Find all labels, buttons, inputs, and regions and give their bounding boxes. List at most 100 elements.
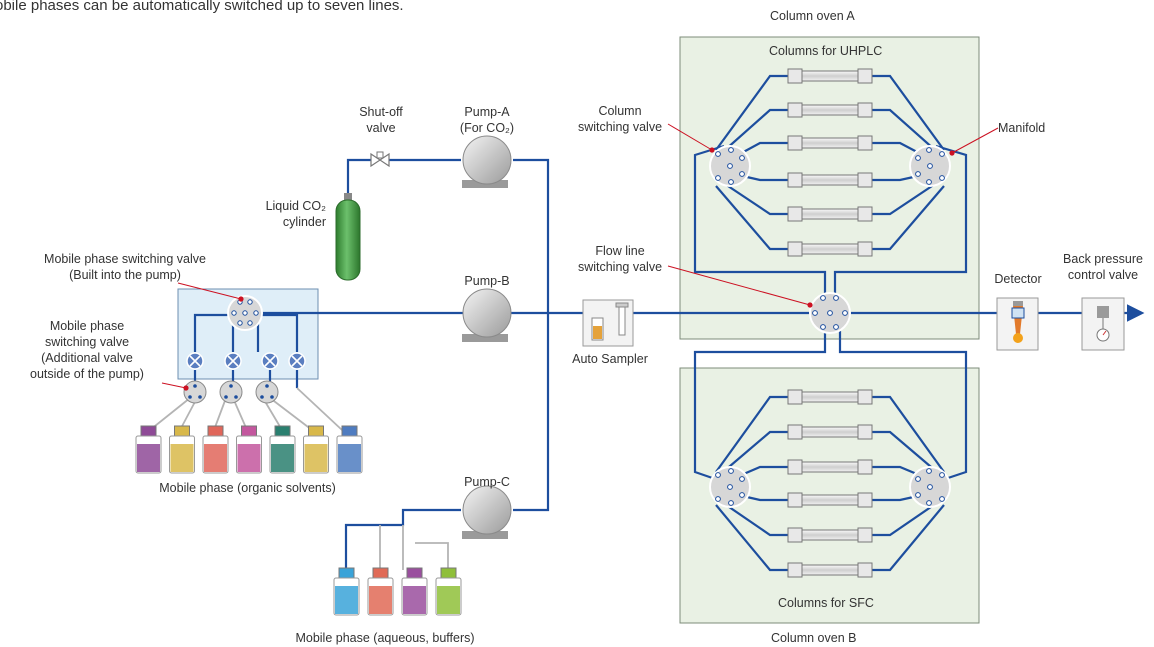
label-line: Mobile phase switching valve bbox=[44, 252, 206, 266]
label-line: switching valve bbox=[577, 260, 663, 274]
flow-line-switching-valve bbox=[809, 292, 851, 334]
pointer-manifold bbox=[951, 127, 999, 154]
label-line: cylinder bbox=[282, 215, 326, 229]
panel-lines bbox=[193, 305, 299, 352]
bottle bbox=[435, 567, 462, 616]
detector bbox=[996, 297, 1039, 351]
label-detector: Detector bbox=[994, 272, 1042, 286]
column bbox=[787, 135, 873, 151]
label-mp-switching-additional: Mobile phase switching valve (Additional… bbox=[12, 318, 162, 382]
column-switching-valve-uhplc bbox=[709, 145, 751, 187]
label-columns-uhplc: Columns for UHPLC bbox=[769, 44, 883, 58]
column bbox=[787, 492, 873, 508]
back-pressure-valve bbox=[1081, 297, 1125, 351]
label-column-oven-a: Column oven A bbox=[770, 9, 855, 23]
label-line: (For CO₂) bbox=[459, 121, 515, 135]
solenoid-valve bbox=[186, 352, 204, 370]
label-line: (Additional valve bbox=[41, 351, 133, 365]
pump-c-line bbox=[513, 313, 550, 512]
uhplc-columns bbox=[787, 68, 873, 257]
label-line: switching valve bbox=[44, 335, 130, 349]
additional-valve bbox=[255, 380, 279, 404]
label-line: valve bbox=[366, 121, 396, 135]
bottle bbox=[401, 567, 428, 616]
column bbox=[787, 389, 873, 405]
pointers bbox=[161, 123, 999, 391]
mobile-phase-switching-valve-builtin bbox=[227, 295, 263, 331]
label-column-oven-b: Column oven B bbox=[771, 631, 857, 645]
column bbox=[787, 102, 873, 118]
aqueous-bottles bbox=[333, 567, 462, 616]
label-line: Pump-A bbox=[464, 105, 510, 119]
bottle bbox=[135, 425, 162, 474]
column bbox=[787, 241, 873, 257]
rotary-valves bbox=[227, 145, 951, 508]
label-shutoff-valve: Shut-off valve bbox=[352, 104, 410, 136]
pointer-builtin-valve bbox=[177, 282, 242, 300]
pump-a bbox=[462, 135, 512, 188]
bottle bbox=[202, 425, 229, 474]
valve-lines bbox=[193, 370, 299, 388]
label-liquid-co2: Liquid CO₂ cylinder bbox=[250, 198, 326, 230]
column-switching-valve-sfc bbox=[709, 466, 751, 508]
manifold-uhplc bbox=[909, 145, 951, 187]
bottle bbox=[336, 425, 363, 474]
label-columns-sfc: Columns for SFC bbox=[778, 596, 874, 610]
label-line: control valve bbox=[1067, 268, 1139, 282]
gray-lines bbox=[149, 387, 449, 570]
label-line: Back pressure bbox=[1063, 252, 1143, 266]
label-mp-aqueous: Mobile phase (aqueous, buffers) bbox=[295, 631, 475, 645]
auto-sampler bbox=[582, 299, 634, 347]
bottle bbox=[169, 425, 195, 474]
label-line: switching valve bbox=[577, 120, 663, 134]
solenoid-valve bbox=[261, 352, 279, 370]
label-auto-sampler: Auto Sampler bbox=[572, 352, 648, 366]
organic-bottles bbox=[135, 425, 363, 474]
label-line: Liquid CO₂ bbox=[265, 199, 326, 213]
header-text: obile phases can be automatically switch… bbox=[0, 0, 404, 14]
label-back-pressure: Back pressure control valve bbox=[1058, 251, 1148, 283]
column bbox=[787, 206, 873, 222]
label-flow-line-switching: Flow line switching valve bbox=[575, 243, 665, 275]
label-line: Mobile phase bbox=[49, 319, 125, 333]
label-pump-c: Pump-C bbox=[464, 475, 510, 489]
additional-valve bbox=[219, 380, 243, 404]
bottle bbox=[333, 567, 360, 616]
column bbox=[787, 527, 873, 543]
label-manifold: Manifold bbox=[998, 121, 1046, 135]
flow-lines bbox=[193, 158, 1145, 570]
label-mp-switching-builtin: Mobile phase switching valve (Built into… bbox=[40, 251, 210, 283]
column bbox=[787, 459, 873, 475]
pump-b bbox=[462, 288, 512, 342]
solenoid-valve bbox=[288, 352, 306, 370]
shutoff-valve bbox=[370, 151, 390, 168]
co2-line bbox=[346, 158, 550, 313]
bottle bbox=[269, 425, 296, 474]
pointer-column-switching bbox=[667, 123, 713, 151]
column bbox=[787, 424, 873, 440]
label-line: Flow line bbox=[595, 244, 645, 258]
label-line: outside of the pump) bbox=[30, 367, 144, 381]
column bbox=[787, 68, 873, 84]
label-column-switching-valve: Column switching valve bbox=[565, 103, 675, 135]
label-pump-a: Pump-A (For CO₂) bbox=[450, 104, 524, 136]
manifold-sfc bbox=[909, 466, 951, 508]
label-line: Column bbox=[598, 104, 642, 118]
bottle bbox=[367, 567, 394, 616]
additional-valves bbox=[183, 380, 279, 404]
pointer-flow-line bbox=[667, 265, 811, 306]
bottle bbox=[303, 425, 329, 474]
column bbox=[787, 562, 873, 578]
label-line: Shut-off bbox=[359, 105, 403, 119]
label-pump-b: Pump-B bbox=[464, 274, 510, 288]
bottle bbox=[236, 425, 262, 474]
label-mp-organic: Mobile phase (organic solvents) bbox=[159, 481, 336, 495]
pump-c bbox=[462, 485, 512, 539]
column bbox=[787, 172, 873, 188]
sfc-columns bbox=[787, 389, 873, 578]
switching-valves-row bbox=[186, 352, 306, 370]
pointer-additional-valve bbox=[161, 382, 187, 389]
additional-valve bbox=[183, 380, 207, 404]
co2-cylinder bbox=[335, 193, 361, 281]
